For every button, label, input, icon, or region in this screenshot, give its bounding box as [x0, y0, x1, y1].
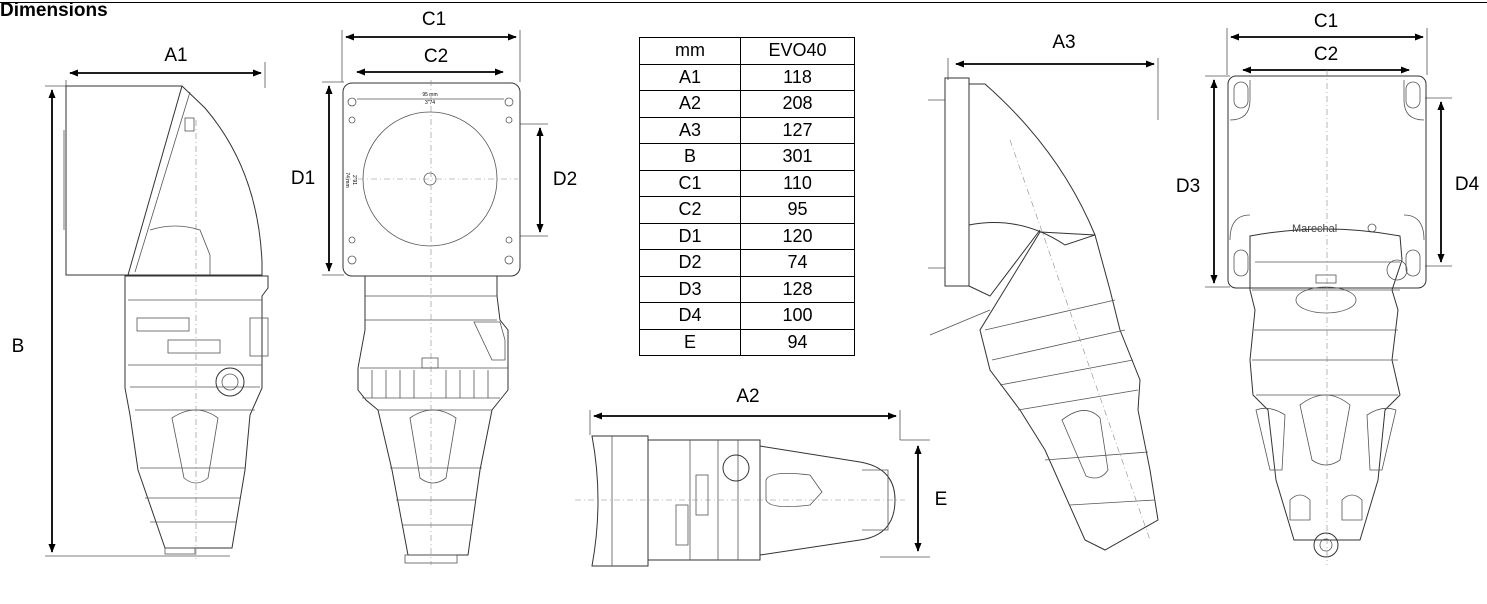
row-value: 74 [740, 249, 855, 277]
row-value: 100 [740, 302, 855, 330]
label-d2: D2 [553, 169, 577, 190]
row-value: 120 [740, 222, 855, 250]
row-value: 110 [740, 169, 855, 197]
row-dimension: D1 [639, 222, 741, 250]
row-value: 127 [740, 116, 855, 144]
label-d4: D4 [1455, 174, 1480, 195]
label-c2-rear: C2 [1314, 44, 1338, 65]
page-title: Dimensions [0, 0, 108, 21]
bottom-view: A2 E [575, 386, 948, 567]
row-value: 301 [740, 143, 855, 171]
row-value: 118 [740, 63, 855, 91]
row-dimension: E [639, 328, 741, 356]
table-header-row: mm EVO40 [639, 37, 855, 65]
top-rule [0, 2, 1487, 3]
column-header-mm: mm [639, 37, 741, 65]
label-c1-front: C1 [422, 9, 446, 30]
label-b: B [12, 336, 25, 357]
label-a3: A3 [1052, 32, 1075, 53]
tilted-view: A3 [928, 32, 1159, 551]
label-d3: D3 [1176, 176, 1200, 197]
row-dimension: C2 [639, 196, 741, 224]
row-value: 208 [740, 90, 855, 118]
row-value: 94 [740, 328, 855, 356]
plate-height-in: 2"91 [351, 175, 357, 185]
row-dimension: C1 [639, 169, 741, 197]
label-c2-front: C2 [424, 46, 448, 67]
rear-view: C1 C2 D3 D4 Marechal [1176, 11, 1480, 565]
label-c1-rear: C1 [1314, 11, 1338, 32]
plate-width-mm: 95 mm [422, 92, 437, 98]
row-value: 128 [740, 275, 855, 303]
row-dimension: A3 [639, 116, 741, 144]
row-dimension: D4 [639, 302, 741, 330]
label-a1: A1 [164, 45, 187, 66]
column-header-model: EVO40 [740, 37, 855, 65]
row-dimension: A2 [639, 90, 741, 118]
side-view: A1 B [12, 45, 269, 560]
label-e: E [935, 489, 948, 510]
row-dimension: D2 [639, 249, 741, 277]
label-d1: D1 [291, 168, 315, 189]
row-dimension: A1 [639, 63, 741, 91]
plate-width-in: 3"74 [425, 100, 435, 106]
plate-height-mm: 74 mm [344, 172, 350, 187]
row-dimension: D3 [639, 275, 741, 303]
front-view: C1 C2 D1 D2 95 mm 3"74 74 mm 2"91 [291, 9, 577, 565]
row-value: 95 [740, 196, 855, 224]
label-a2: A2 [736, 386, 759, 407]
row-dimension: B [639, 143, 741, 171]
